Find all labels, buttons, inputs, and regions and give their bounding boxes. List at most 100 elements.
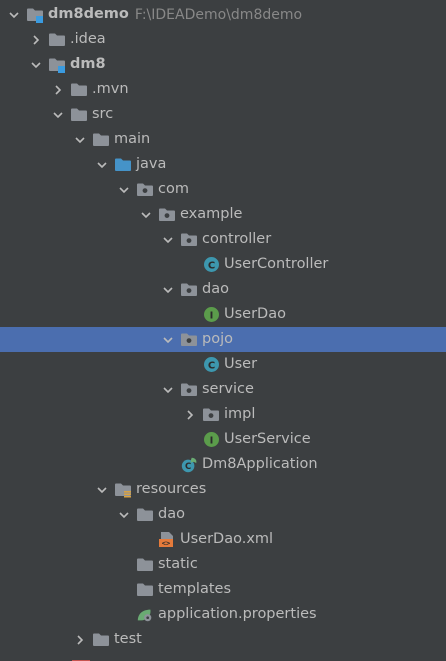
module-folder-icon bbox=[48, 57, 66, 73]
tree-node-label: main bbox=[114, 131, 151, 147]
chevron-down-icon[interactable] bbox=[72, 132, 88, 148]
class-icon: C bbox=[202, 257, 220, 273]
tree-node-label: User bbox=[224, 356, 258, 372]
tree-node-resources[interactable]: resources bbox=[0, 477, 446, 502]
folder-icon bbox=[136, 507, 154, 523]
chevron-down-icon[interactable] bbox=[160, 382, 176, 398]
tree-node-label: .idea bbox=[70, 31, 106, 47]
chevron-down-icon[interactable] bbox=[50, 107, 66, 123]
tree-node-label: controller bbox=[202, 231, 272, 247]
chevron-down-icon[interactable] bbox=[138, 207, 154, 223]
class-icon: C bbox=[202, 357, 220, 373]
chevron-down-icon[interactable] bbox=[160, 232, 176, 248]
chevron-down-icon[interactable] bbox=[6, 7, 22, 23]
chevron-right-icon[interactable] bbox=[72, 632, 88, 648]
tree-node-templates[interactable]: templates bbox=[0, 577, 446, 602]
tree-node-label: application.properties bbox=[158, 606, 317, 622]
tree-node-dm8demo[interactable]: dm8demo F:\IDEADemo\dm8demo bbox=[0, 2, 446, 27]
tree-node-label: com bbox=[158, 181, 189, 197]
folder-icon bbox=[48, 32, 66, 48]
tree-node-label: UserController bbox=[224, 256, 329, 272]
tree-node-dm8[interactable]: dm8 bbox=[0, 52, 446, 77]
cut-off-row bbox=[0, 654, 446, 661]
tree-node-userservice[interactable]: I UserService bbox=[0, 427, 446, 452]
tree-node-label: UserService bbox=[224, 431, 311, 447]
package-icon bbox=[180, 232, 198, 248]
chevron-down-icon[interactable] bbox=[160, 282, 176, 298]
chevron-down-icon[interactable] bbox=[160, 332, 176, 348]
tree-node-label: pojo bbox=[202, 331, 233, 347]
folder-icon bbox=[136, 582, 154, 598]
chevron-down-icon[interactable] bbox=[28, 57, 44, 73]
tree-node-label: UserDao.xml bbox=[180, 531, 274, 547]
chevron-right-icon[interactable] bbox=[182, 407, 198, 423]
tree-node-impl[interactable]: impl bbox=[0, 402, 446, 427]
tree-node-dm8application[interactable]: C Dm8Application bbox=[0, 452, 446, 477]
tree-node-com[interactable]: com bbox=[0, 177, 446, 202]
module-folder-icon bbox=[26, 7, 44, 23]
tree-node-res-dao[interactable]: dao bbox=[0, 502, 446, 527]
chevron-down-icon[interactable] bbox=[94, 157, 110, 173]
svg-text:I: I bbox=[209, 435, 213, 446]
package-icon bbox=[180, 332, 198, 348]
tree-node-controller[interactable]: controller bbox=[0, 227, 446, 252]
resources-folder-icon bbox=[114, 482, 132, 498]
chevron-down-icon[interactable] bbox=[116, 182, 132, 198]
tree-node-label: dao bbox=[158, 506, 185, 522]
tree-node-label: test bbox=[114, 631, 142, 647]
tree-node-userdao-xml[interactable]: <> UserDao.xml bbox=[0, 527, 446, 552]
tree-node-label: .mvn bbox=[92, 81, 129, 97]
tree-node-label: src bbox=[92, 106, 114, 122]
spring-properties-icon bbox=[136, 607, 154, 623]
tree-node-label: example bbox=[180, 206, 243, 222]
tree-node-label: UserDao bbox=[224, 306, 286, 322]
package-icon bbox=[180, 282, 198, 298]
tree-node-test[interactable]: test bbox=[0, 627, 446, 652]
tree-node-pojo[interactable]: pojo bbox=[0, 327, 446, 352]
interface-icon: I bbox=[202, 307, 220, 323]
svg-text:C: C bbox=[207, 260, 214, 271]
project-path: F:\IDEADemo\dm8demo bbox=[134, 6, 303, 23]
folder-icon bbox=[136, 557, 154, 573]
svg-text:<>: <> bbox=[162, 540, 170, 548]
package-icon bbox=[202, 407, 220, 423]
tree-node-label: dm8 bbox=[70, 56, 106, 72]
tree-node-user[interactable]: C User bbox=[0, 352, 446, 377]
tree-node-label: templates bbox=[158, 581, 232, 597]
package-icon bbox=[158, 207, 176, 223]
tree-node-label: static bbox=[158, 556, 198, 572]
svg-text:I: I bbox=[209, 310, 213, 321]
tree-node-label: Dm8Application bbox=[202, 456, 318, 472]
folder-icon bbox=[70, 82, 88, 98]
folder-icon bbox=[92, 632, 110, 648]
chevron-down-icon[interactable] bbox=[116, 507, 132, 523]
tree-node-src[interactable]: src bbox=[0, 102, 446, 127]
svg-text:C: C bbox=[185, 462, 191, 472]
chevron-right-icon[interactable] bbox=[28, 32, 44, 48]
tree-node-static[interactable]: static bbox=[0, 552, 446, 577]
tree-node-java[interactable]: java bbox=[0, 152, 446, 177]
package-icon bbox=[136, 182, 154, 198]
tree-node-label: impl bbox=[224, 406, 256, 422]
folder-icon bbox=[92, 132, 110, 148]
chevron-right-icon[interactable] bbox=[50, 82, 66, 98]
svg-text:C: C bbox=[207, 360, 214, 371]
interface-icon: I bbox=[202, 432, 220, 448]
xml-file-icon: <> bbox=[158, 532, 176, 548]
tree-node-label: java bbox=[136, 156, 167, 172]
tree-node-userdao[interactable]: I UserDao bbox=[0, 302, 446, 327]
tree-node-label: dm8demo bbox=[48, 6, 129, 22]
tree-node-label: dao bbox=[202, 281, 229, 297]
tree-node-application-properties[interactable]: application.properties bbox=[0, 602, 446, 627]
tree-node-service[interactable]: service bbox=[0, 377, 446, 402]
tree-node-dao[interactable]: dao bbox=[0, 277, 446, 302]
tree-node-label: service bbox=[202, 381, 254, 397]
tree-node-example[interactable]: example bbox=[0, 202, 446, 227]
tree-node-idea[interactable]: .idea bbox=[0, 27, 446, 52]
tree-node-mvn[interactable]: .mvn bbox=[0, 77, 446, 102]
tree-node-label: resources bbox=[136, 481, 207, 497]
tree-node-usercontroller[interactable]: C UserController bbox=[0, 252, 446, 277]
chevron-down-icon[interactable] bbox=[94, 482, 110, 498]
tree-node-main[interactable]: main bbox=[0, 127, 446, 152]
